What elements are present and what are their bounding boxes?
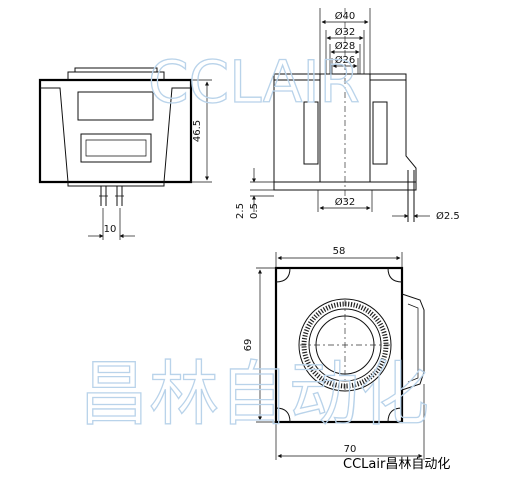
watermark-cjk: 昌林自动化 [79,353,429,435]
winding-left [303,101,319,165]
dim-diameter-40: Ø40 [335,10,356,22]
dim-pin-diameter-2-5: Ø2.5 [436,210,460,222]
dim-diameter-26: Ø26 [335,54,356,66]
winding-right [372,101,388,165]
watermark-cclair: CCLAIR [148,48,360,116]
caption-brand: CCLair昌林自动化 [343,457,450,472]
dim-width-70: 70 [344,444,357,455]
dim-diameter-32-top: Ø32 [335,26,356,38]
section-view: Ø40 Ø32 Ø28 Ø26 Ø32 2.5 0.5 Ø2.5 [235,8,460,222]
dim-height-69: 69 [243,339,254,352]
dim-height-46-5: 46.5 [192,120,203,142]
dim-width-58: 58 [333,246,346,257]
top-view: 58 69 70 [243,246,425,460]
section-body-right [369,79,417,183]
bore-outer-ring [298,298,392,392]
dim-diameter-32-bottom: Ø32 [335,196,356,208]
dim-height-0-5: 0.5 [249,203,260,219]
top-view-body [274,266,404,424]
dim-pin-spacing-10: 10 [104,224,117,235]
front-view: 46.5 10 [38,67,212,240]
dim-diameter-28: Ø28 [335,40,356,52]
dim-height-2-5: 2.5 [235,203,246,219]
